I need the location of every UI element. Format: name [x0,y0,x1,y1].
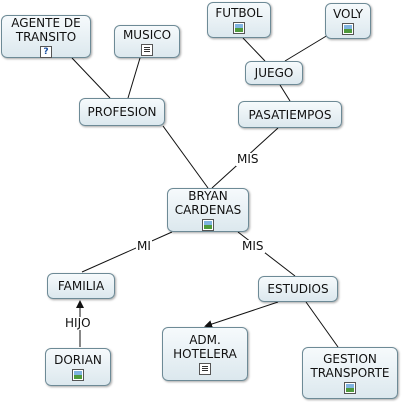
question-icon[interactable]: ? [40,45,52,58]
node-label: PASATIEMPOS [248,107,332,122]
node-label: FAMILIA [57,279,105,293]
link-profesion-musico [127,57,141,99]
node-juego[interactable]: JUEGO [245,61,303,85]
note-icon[interactable] [199,363,211,375]
node-estudios[interactable]: ESTUDIOS [258,276,338,302]
node-label: DORIAN [54,353,102,367]
node-adm-hotelera[interactable]: ADM. HOTELERA [162,327,248,381]
link-label-hijo: HIJO [64,316,92,330]
node-futbol[interactable]: FUTBOL [207,2,271,38]
link-juego-futbol [242,37,266,62]
link-label-mis-pasatiempos: MIS [236,152,260,166]
node-label: FUTBOL [215,6,263,20]
image-icon[interactable] [202,219,214,231]
image-icon[interactable] [233,22,245,34]
node-bryan-cardenas[interactable]: BRYAN CARDENAS [167,188,249,232]
node-label: BRYAN CARDENAS [174,189,242,217]
node-label: ESTUDIOS [267,282,329,296]
node-voly[interactable]: VOLY [325,3,371,39]
node-familia[interactable]: FAMILIA [47,273,115,299]
node-label: AGENTE DE TRANSITO [11,15,81,44]
image-icon[interactable] [344,382,356,394]
link-center-profesion [162,125,209,189]
link-estudios-adm [204,301,279,328]
link-pasatiempos-juego [279,84,291,102]
node-label: JUEGO [254,66,294,80]
note-icon[interactable] [141,43,153,56]
node-pasatiempos[interactable]: PASATIEMPOS [238,101,342,128]
link-center-estudios [237,231,296,277]
node-label: PROFESION [87,105,157,119]
node-label: VOLY [333,7,363,21]
node-gestion-transporte[interactable]: GESTION TRANSPORTE [302,347,398,399]
link-label-mis-estudios: MIS [241,239,265,253]
link-label-mi-familia: MI [136,239,152,253]
link-profesion-agente [71,57,111,99]
node-label: ADM. HOTELERA [173,333,237,361]
node-label: MUSICO [122,27,172,42]
link-estudios-gestion [305,301,339,348]
image-icon[interactable] [72,369,84,381]
image-icon[interactable] [342,23,354,35]
node-dorian[interactable]: DORIAN [45,348,111,386]
node-musico[interactable]: MUSICO [114,25,180,58]
link-center-familia [81,231,173,273]
node-profesion[interactable]: PROFESION [79,98,165,126]
link-juego-voly [284,31,334,62]
node-agente-de-transito[interactable]: AGENTE DE TRANSITO ? [1,15,91,58]
node-label: GESTION TRANSPORTE [310,352,390,380]
